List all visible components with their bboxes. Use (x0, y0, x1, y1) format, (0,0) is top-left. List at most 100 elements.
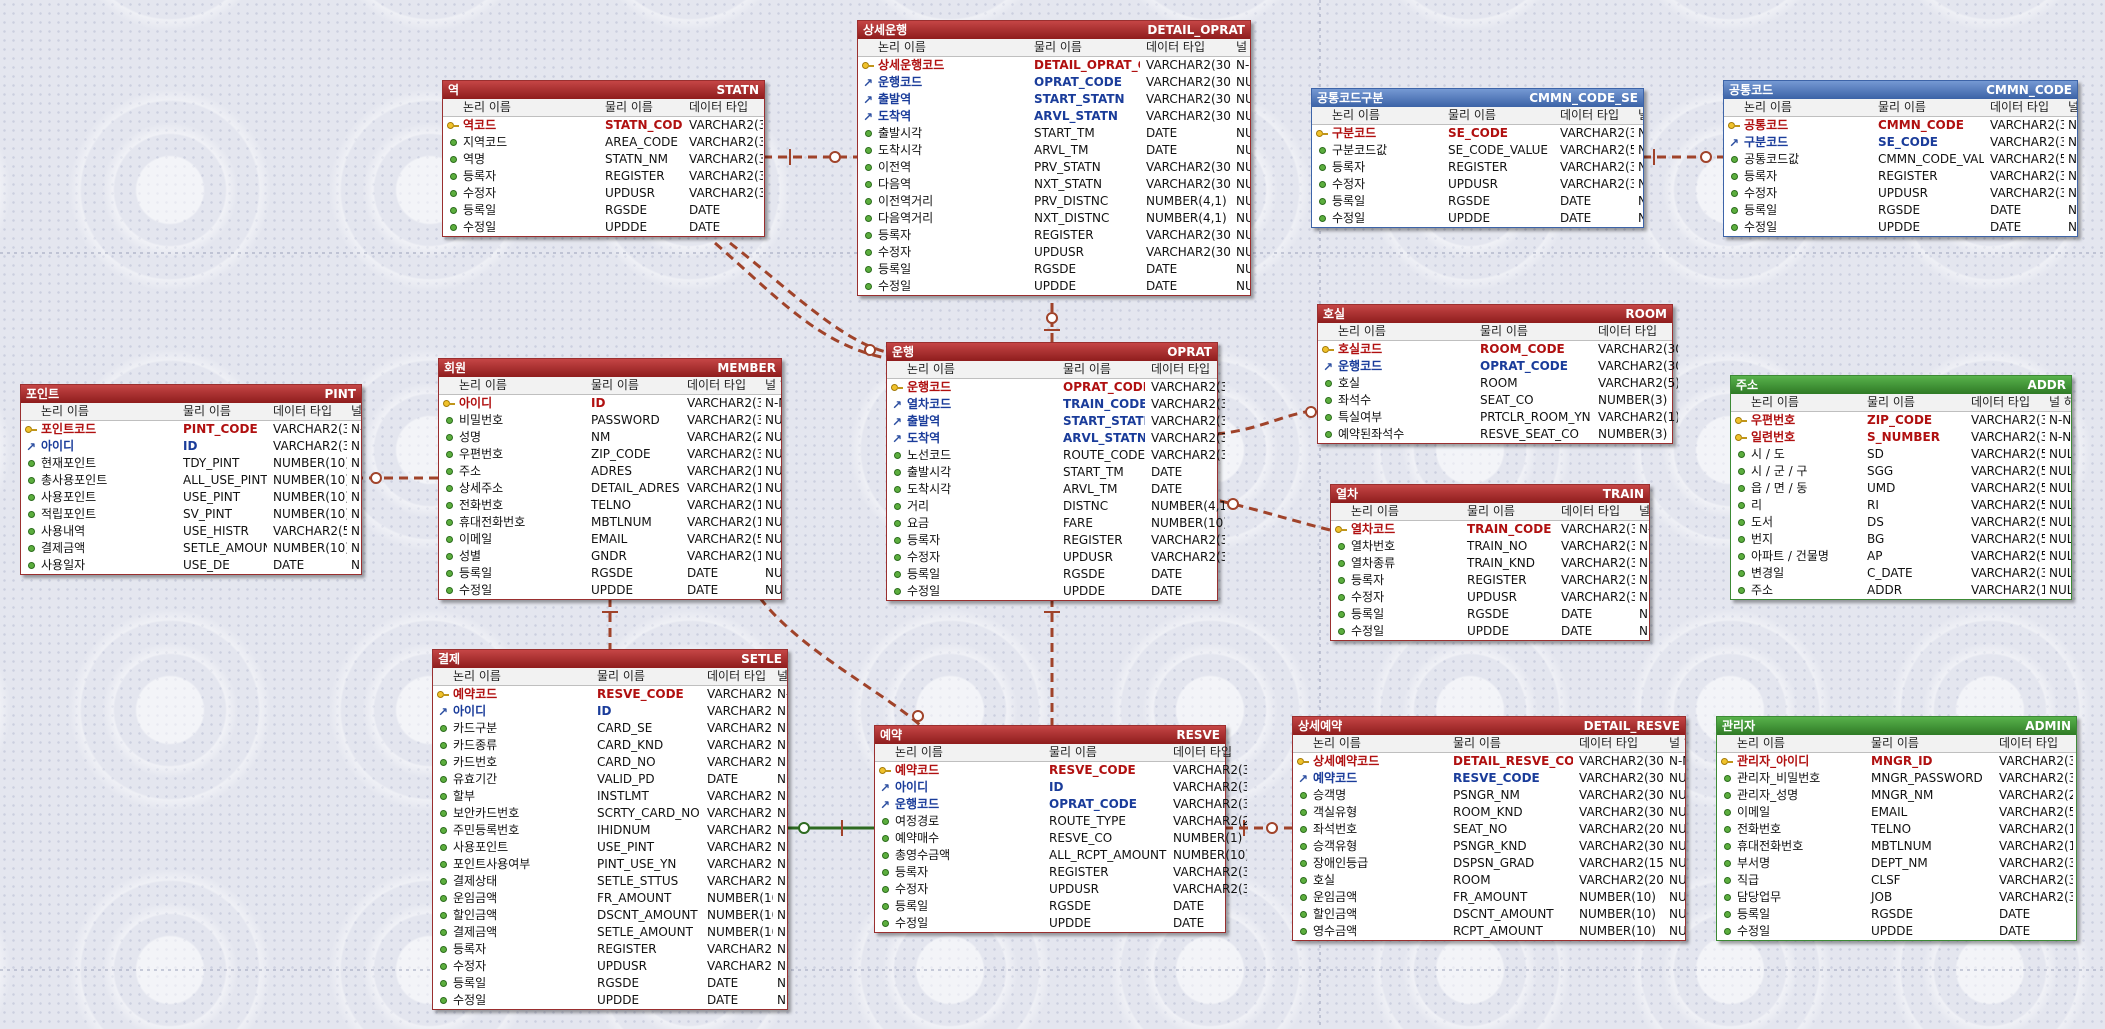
physical-name-header[interactable]: 물리 이름 (1878, 100, 1926, 114)
relationship-cardinality-mark[interactable] (798, 822, 810, 834)
logical-name-header[interactable]: 논리 이름 (41, 404, 89, 418)
relationship-cardinality-mark[interactable] (1046, 312, 1058, 324)
logical-name-header[interactable]: 논리 이름 (878, 40, 926, 54)
attribute-row[interactable]: 등록일RGSDEDATENULL (433, 975, 787, 992)
relationship-cardinality-mark[interactable] (829, 151, 841, 163)
logical-name-header[interactable]: 논리 이름 (1751, 395, 1799, 409)
logical-name-header[interactable]: 논리 이름 (453, 669, 501, 683)
logical-name-header[interactable]: 논리 이름 (1332, 108, 1380, 122)
attribute-row[interactable]: 등록일RGSDEDATENULL (1331, 606, 1649, 623)
attribute-row[interactable]: 수정일UPDDEDATENULL (1724, 219, 2077, 236)
attribute-row[interactable]: 수정일UPDDEDATENULL (443, 219, 764, 236)
rel-oprat-room[interactable] (1215, 408, 1318, 436)
nullable-header[interactable]: 널 허용 (2068, 100, 2077, 114)
physical-name-header[interactable]: 물리 이름 (597, 669, 645, 683)
logical-name-header[interactable]: 논리 이름 (1737, 736, 1785, 750)
attribute-row[interactable]: 등록일RGSDEDATENULL (439, 565, 781, 582)
relationship-cardinality-mark[interactable] (864, 344, 876, 356)
physical-name-header[interactable]: 물리 이름 (605, 100, 653, 114)
physical-name-header[interactable]: 물리 이름 (1867, 395, 1915, 409)
attribute-row[interactable]: 등록일RGSDEDATENULL (858, 261, 1250, 278)
attribute-row[interactable]: 수정일UPDDEDATENULL (1312, 210, 1643, 227)
logical-name-header[interactable]: 논리 이름 (907, 362, 955, 376)
attribute-row[interactable]: 등록일RGSDEDATENULL (1717, 906, 2076, 923)
attribute-row[interactable]: 수정일UPDDEDATENULL (887, 583, 1217, 600)
logical-name-header[interactable]: 논리 이름 (1313, 736, 1361, 750)
physical-name-header[interactable]: 물리 이름 (1049, 745, 1097, 759)
data-type-header[interactable]: 데이터 타입 (1560, 108, 1620, 122)
attribute-row[interactable]: 등록일RGSDEDATENULL (1312, 193, 1643, 210)
nullable-header[interactable]: 널 허용 (763, 99, 767, 116)
attribute-row[interactable]: 수정일UPDDEDATENULL (858, 278, 1250, 295)
attribute-row[interactable]: 수정일UPDDEDATENULL (1331, 623, 1649, 640)
attribute-row[interactable]: 수정일UPDDEDATENULL (875, 915, 1225, 932)
data-type-header[interactable]: 데이터 타입 (1579, 736, 1639, 750)
physical-name-header[interactable]: 물리 이름 (1480, 324, 1528, 338)
attribute-row[interactable]: 등록일RGSDEDATENULL (875, 898, 1225, 915)
data-type-header[interactable]: 데이터 타입 (1173, 745, 1233, 759)
